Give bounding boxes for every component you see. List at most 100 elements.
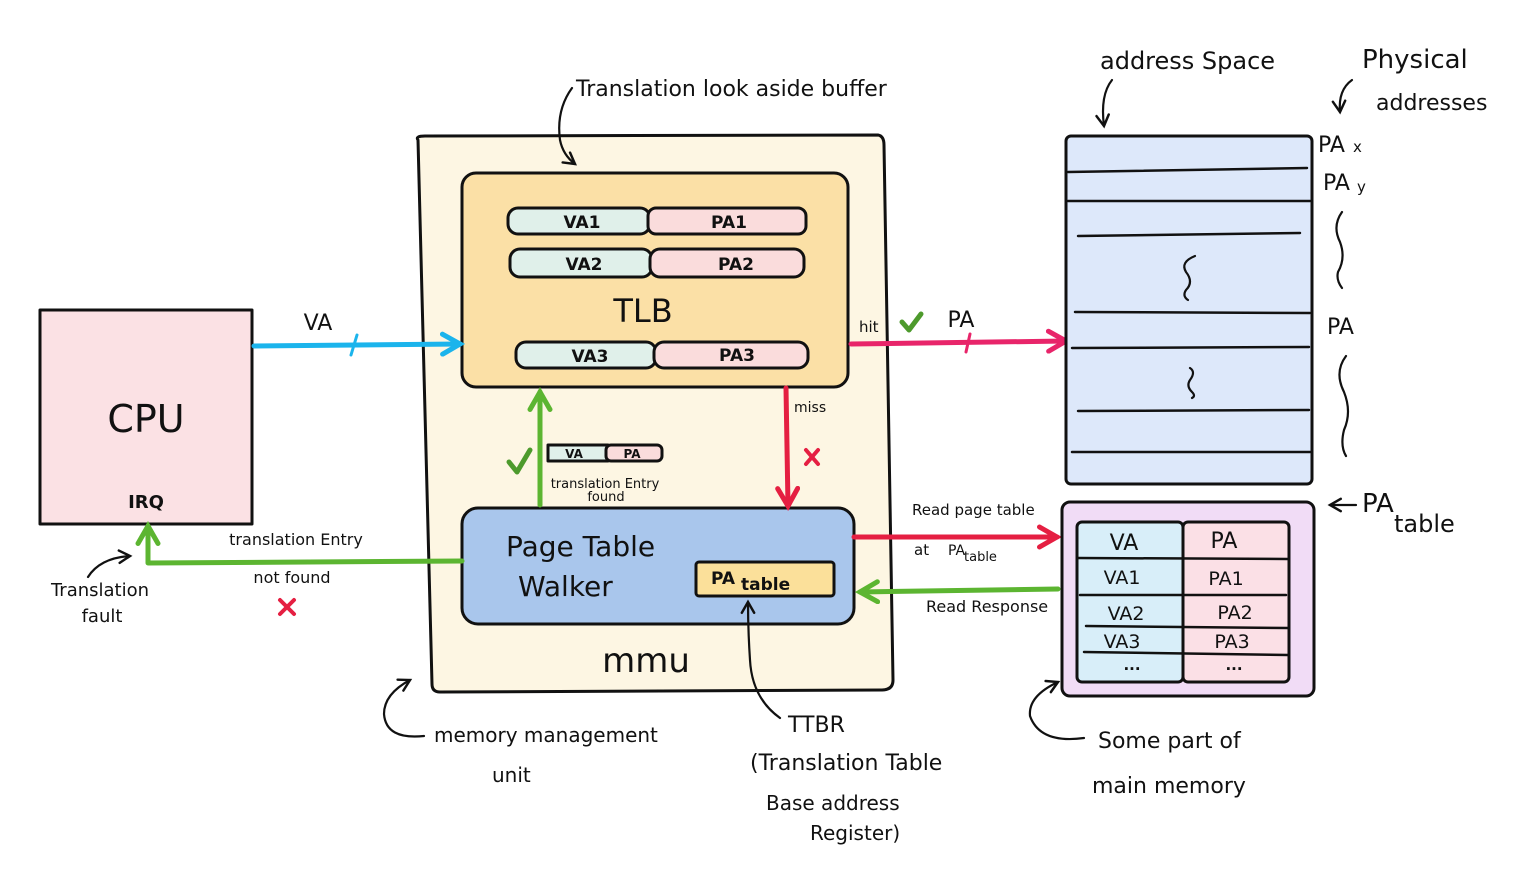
read-page-table-pa-sub: table	[964, 550, 997, 565]
address-space-rows	[1066, 166, 1312, 454]
pa-table-register-sub: table	[741, 575, 790, 595]
page-table-row-pa: PA3	[1214, 631, 1249, 653]
tlb-entry-pa-cell	[648, 247, 806, 279]
tlb-annotation-text: Translation look aside buffer	[575, 77, 888, 102]
tlb-entry: VA2 PA2	[508, 247, 806, 279]
tlb-annotation-arrow	[558, 86, 577, 166]
hit-label: hit	[859, 318, 879, 336]
physical-addresses-line1: Physical	[1362, 45, 1468, 75]
page-table-row-va: VA2	[1108, 603, 1145, 625]
miss-label: miss	[794, 400, 826, 416]
pa-table-pointer-sub: table	[1394, 510, 1455, 538]
pa-y-sub: y	[1357, 178, 1366, 196]
address-space-annotation-arrow	[1095, 78, 1114, 129]
page-table-row-pa: PA2	[1217, 602, 1252, 624]
tlb-label: TLB	[612, 292, 672, 330]
physical-addresses-line2: addresses	[1376, 91, 1487, 116]
read-response-arrow: Read Response	[854, 579, 1061, 616]
page-table-row-lines	[1076, 556, 1290, 657]
hit-check-icon	[899, 311, 924, 333]
read-page-table-pa: PA	[948, 543, 966, 559]
page-table-pa-column	[1181, 520, 1291, 684]
tlb-entry-va: VA1	[564, 213, 601, 233]
page-table-block: VA PA VA1 PA1 VA2 PA2 VA3 PA3 ... ... PA…	[1028, 489, 1455, 799]
tlb-entry-pa: PA3	[719, 346, 755, 366]
pa-y-main: PA	[1323, 171, 1350, 196]
found-entry: VA PA translation Entry found	[506, 443, 664, 505]
page-table-row-va: ...	[1123, 656, 1140, 674]
fault-annotation-arrow	[86, 549, 133, 579]
main-memory-annotation-line1: Some part of	[1098, 729, 1242, 754]
page-table-row-pa: ...	[1225, 656, 1242, 674]
page-table-header-va: VA	[1110, 531, 1139, 556]
ttbr-line3: Base address	[766, 791, 900, 815]
address-space-block: address Space Physical addresses PA x PA…	[1064, 45, 1487, 486]
pa-target-label: PA	[1327, 315, 1354, 340]
pa-x-sub: x	[1353, 138, 1362, 156]
va-arrow: VA	[251, 311, 466, 357]
page-table-header-pa: PA	[1211, 529, 1238, 554]
main-memory-annotation-arrow	[1028, 679, 1086, 741]
pa-table-register-main: PA	[711, 569, 736, 589]
ttbr-annotation-arrow	[740, 599, 782, 720]
tlb-entry-va: VA2	[566, 255, 603, 275]
tlb-entry-pa: PA1	[711, 213, 747, 233]
miss-arrow: miss	[775, 385, 826, 512]
tlb-entry: VA1 PA1	[506, 206, 808, 236]
check-icon	[506, 447, 533, 475]
page-table-walker-label-line2: Walker	[518, 570, 613, 603]
mmu-label: mmu	[602, 641, 690, 681]
page-table-row-pa: PA1	[1208, 568, 1243, 590]
pa-x-main: PA	[1318, 133, 1345, 158]
fault-label-line2: fault	[82, 606, 123, 627]
read-page-table-at: at	[914, 541, 929, 559]
found-entry-pa: PA	[624, 447, 642, 461]
read-page-table-arrow: Read page table at PA table	[851, 501, 1063, 565]
read-response-arrow-line	[854, 579, 1061, 605]
irq-label: IRQ	[128, 492, 164, 513]
tlb-block: TLB VA1 PA1 VA2 PA2 VA3 PA3	[460, 171, 850, 389]
ttbr-line1: TTBR	[787, 713, 845, 738]
va-bus-tick	[349, 333, 359, 357]
found-entry-va: VA	[565, 447, 583, 461]
ttbr-annotation: TTBR (Translation Table Base address Reg…	[740, 599, 942, 845]
mmu-annotation-arrow	[382, 678, 426, 738]
tlb-entry-pa: PA2	[718, 255, 754, 275]
not-found-line2: not found	[253, 568, 330, 587]
mmu-annotation: memory management unit	[382, 678, 658, 787]
address-space-box	[1064, 134, 1314, 486]
cpu-block: CPU IRQ	[38, 308, 254, 526]
va-arrow-label: VA	[304, 311, 333, 336]
pa-range-squiggle-icon	[1335, 210, 1344, 290]
hit-pa-label: PA	[948, 308, 975, 333]
tlb-annotation: Translation look aside buffer	[558, 77, 888, 166]
va-arrow-line	[251, 331, 466, 357]
miss-cross-icon	[804, 448, 820, 466]
pa-bus-tick	[964, 332, 972, 354]
fault-label-line1: Translation	[50, 580, 149, 601]
address-space-label: address Space	[1100, 47, 1275, 75]
tlb-entry-pa-cell	[652, 340, 810, 370]
hit-pa-arrow-line	[848, 328, 1072, 354]
physical-addresses-arrow	[1331, 78, 1354, 115]
pa-range-squiggle-icon	[1338, 354, 1350, 458]
fault-arrow: translation Entry not found Translation …	[50, 520, 465, 627]
not-found-cross-icon	[278, 598, 296, 616]
cpu-box	[38, 308, 254, 526]
pa-table-pointer-main: PA	[1362, 489, 1394, 519]
main-memory-annotation-line2: main memory	[1092, 774, 1246, 799]
cpu-label: CPU	[107, 397, 184, 441]
mmu-annotation-line2: unit	[492, 763, 531, 787]
fault-arrow-line	[135, 520, 465, 566]
mmu-annotation-line1: memory management	[434, 723, 658, 747]
page-table-row-va: VA1	[1104, 567, 1141, 589]
address-gap-squiggle-icon	[1183, 254, 1197, 302]
hit-pa-arrow: hit PA	[848, 308, 1072, 354]
read-page-table-label: Read page table	[912, 501, 1035, 519]
found-entry-caption-line1: translation Entry	[551, 477, 660, 492]
found-entry-pa-cell	[604, 443, 664, 463]
pa-table-register	[694, 560, 836, 598]
ttbr-line2: (Translation Table	[750, 751, 942, 776]
ttbr-line4: Register)	[810, 821, 900, 845]
